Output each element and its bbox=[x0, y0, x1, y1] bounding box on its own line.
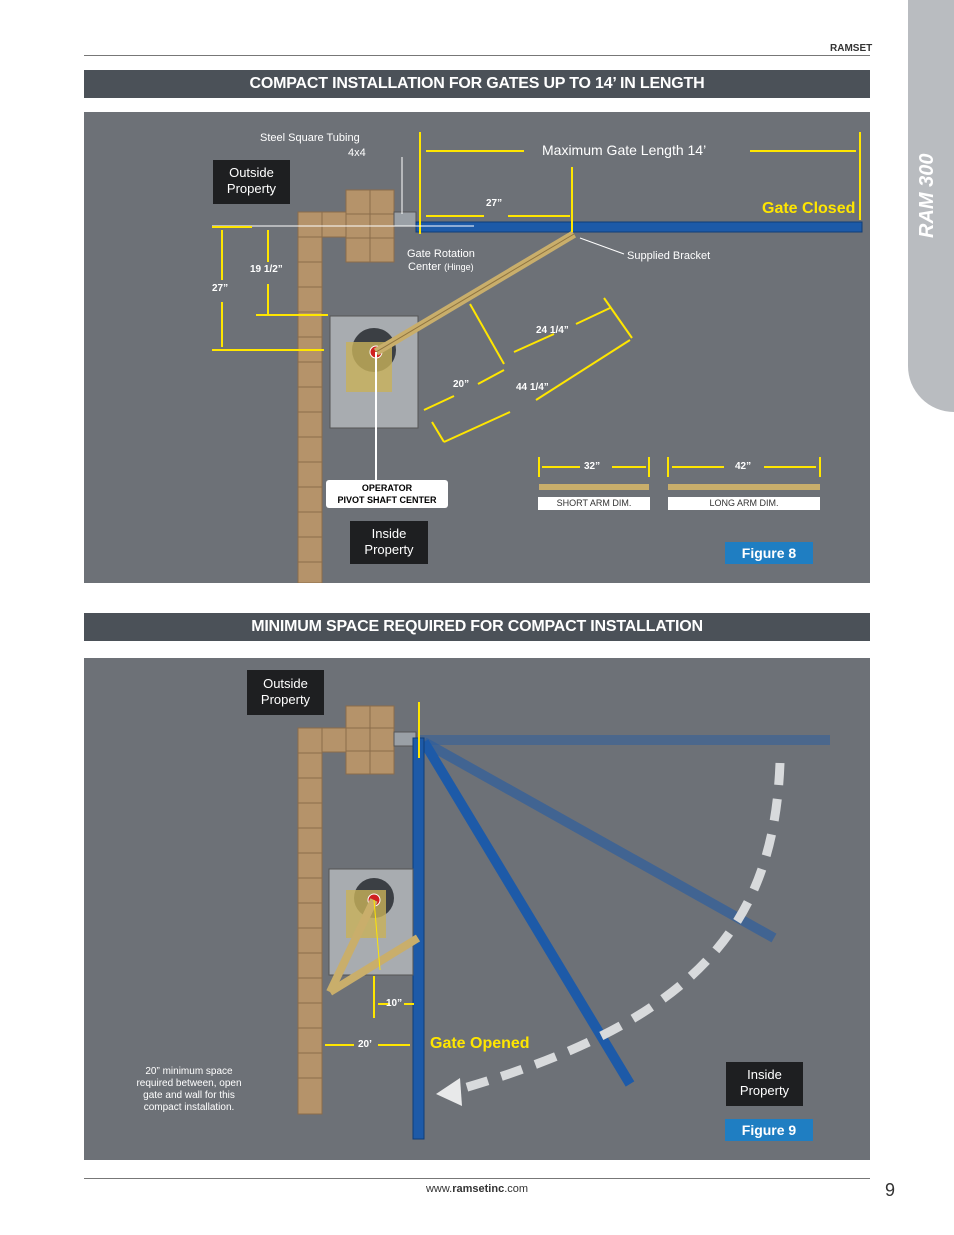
gate-rotation-label-2: Center (Hinge) bbox=[408, 261, 474, 273]
page-number: 9 bbox=[885, 1180, 896, 1200]
section2-heading: MINIMUM SPACE REQUIRED FOR COMPACT INSTA… bbox=[84, 613, 870, 641]
section1-heading: COMPACT INSTALLATION FOR GATES UP TO 14’… bbox=[84, 70, 870, 98]
brick-wall bbox=[297, 189, 395, 583]
figure9-diagram bbox=[297, 702, 830, 1140]
figure8-panel: Steel Square Tubing 4x4 Outside Property… bbox=[84, 112, 870, 583]
long-arm-strip bbox=[668, 484, 820, 490]
top-rule bbox=[84, 55, 870, 56]
figure8-dimensions bbox=[212, 132, 861, 477]
brick-wall-2 bbox=[297, 705, 395, 1115]
dim-20: 20” bbox=[453, 379, 470, 390]
gate-opened-label: Gate Opened bbox=[430, 1035, 530, 1052]
dim-10: 10” bbox=[386, 998, 403, 1009]
long-arm-dim-label: LONG ARM DIM. bbox=[668, 497, 820, 510]
dim-44-25: 44 1/4” bbox=[516, 382, 549, 393]
footer-url: www.ramsetinc.com bbox=[425, 1183, 529, 1195]
dim-20-2: 20’ bbox=[358, 1039, 372, 1050]
long-arm-dim-value: 42” bbox=[735, 461, 752, 472]
figure9-panel: Outside Property 10” 20’ Gate Opened 20”… bbox=[84, 658, 870, 1160]
operator-pivot-label: OPERATOR PIVOT SHAFT CENTER bbox=[326, 480, 448, 508]
figure8-diagram bbox=[212, 132, 863, 583]
figure9-dimensions bbox=[325, 702, 420, 1046]
gate-closed-bar bbox=[415, 221, 863, 233]
dim-24-25: 24 1/4” bbox=[536, 325, 569, 336]
gate-ghost-mid1 bbox=[421, 737, 777, 943]
steel-tubing-label-2: 4x4 bbox=[348, 147, 366, 159]
dim-19-5: 19 1/2” bbox=[250, 264, 283, 275]
max-gate-length-label: Maximum Gate Length 14’ bbox=[542, 142, 707, 158]
gate-ghost-closed bbox=[420, 735, 830, 745]
outside-property-box-2: Outside Property bbox=[247, 670, 324, 715]
swing-arrowhead bbox=[436, 1078, 462, 1106]
inside-property-box: Inside Property bbox=[350, 521, 428, 564]
dim-27-left: 27” bbox=[212, 283, 229, 294]
short-arm-dim-value: 32” bbox=[584, 461, 601, 472]
side-tab-label: RAM 300 bbox=[916, 153, 938, 238]
gate-ghost-mid2 bbox=[419, 739, 635, 1087]
dim-27-top: 27” bbox=[486, 198, 503, 209]
steel-post bbox=[393, 211, 417, 227]
gate-rotation-label-1: Gate Rotation bbox=[407, 248, 475, 260]
side-tab bbox=[908, 0, 954, 412]
outside-property-box: Outside Property bbox=[213, 160, 290, 204]
figure8-label: Figure 8 bbox=[725, 542, 813, 564]
figure9-label: Figure 9 bbox=[725, 1119, 813, 1141]
inside-property-box-2: Inside Property bbox=[726, 1062, 803, 1106]
supplied-bracket-label: Supplied Bracket bbox=[627, 250, 711, 262]
short-arm-strip bbox=[539, 484, 649, 490]
brand-label: RAMSET bbox=[830, 43, 873, 54]
steel-tubing-label-1: Steel Square Tubing bbox=[260, 132, 360, 144]
gate-closed-label: Gate Closed bbox=[762, 200, 856, 217]
swing-arc bbox=[462, 762, 785, 1093]
short-arm-dim-label: SHORT ARM DIM. bbox=[538, 497, 650, 510]
minimum-space-note: 20” minimum space required between, open… bbox=[136, 1066, 242, 1113]
bottom-rule bbox=[84, 1178, 870, 1179]
